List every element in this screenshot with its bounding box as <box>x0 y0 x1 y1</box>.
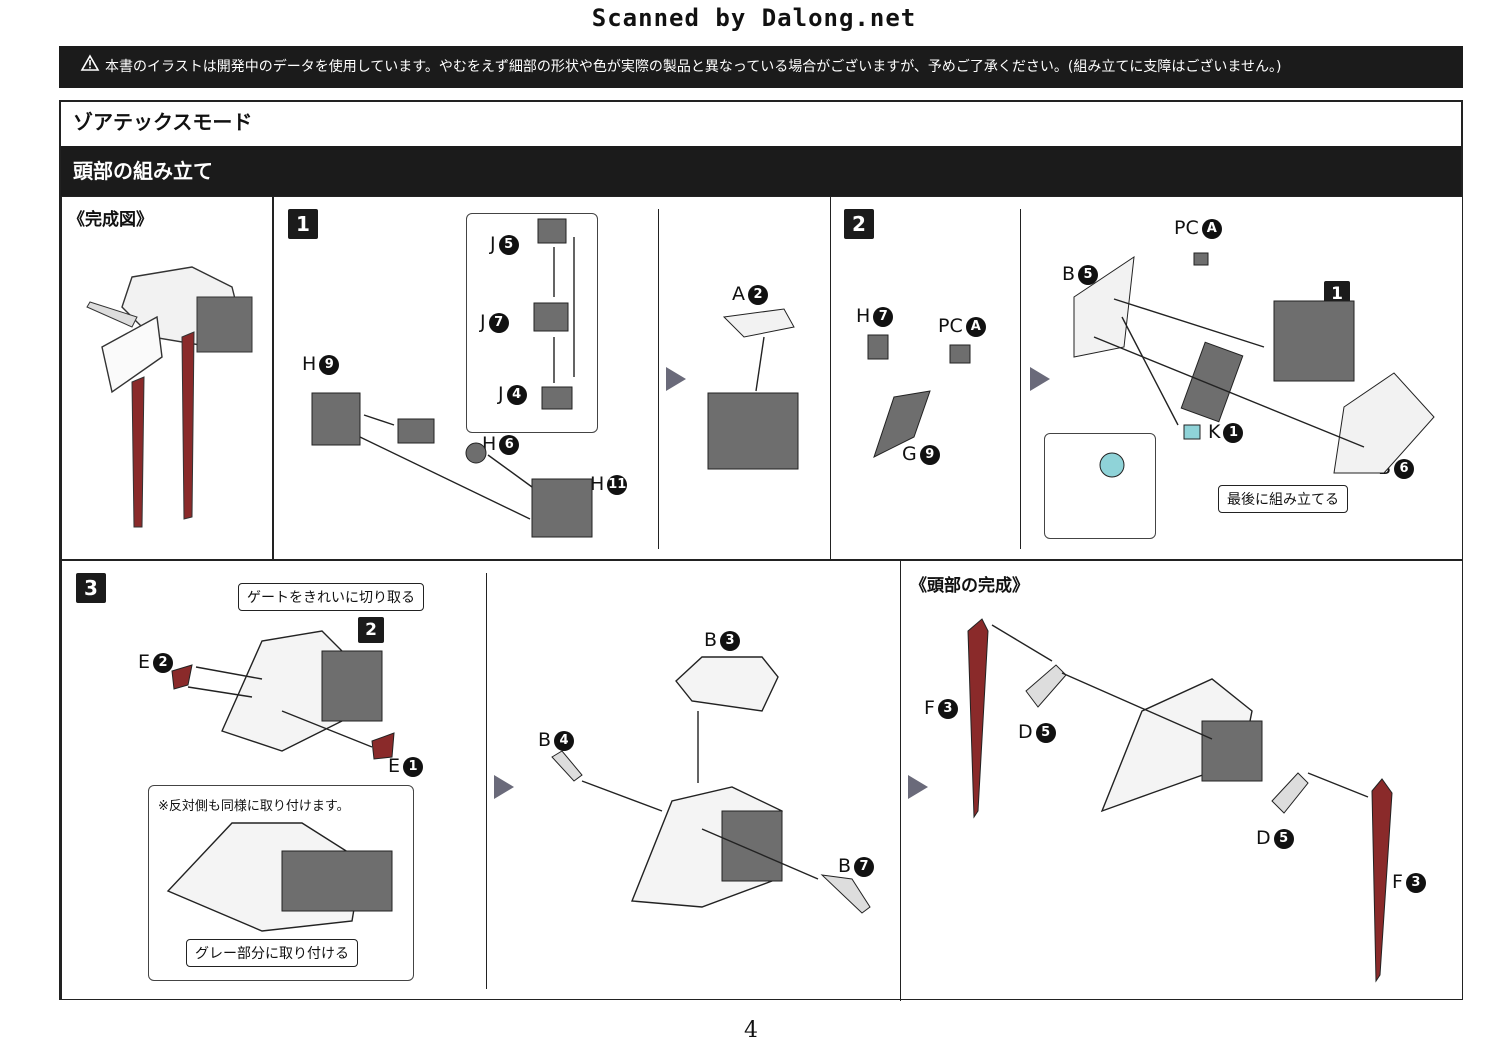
head-complete-heading: 《頭部の完成》 <box>910 576 1029 596</box>
step2-number: 2 <box>844 209 874 239</box>
note-opposite-side: ※反対側も同様に取り付けます。 <box>158 799 350 814</box>
step1-number: 1 <box>288 209 318 239</box>
callout-cut-gate: ゲートをきれいに切り取る <box>238 583 424 611</box>
ref-step2-badge: 2 <box>358 617 384 643</box>
divider <box>900 561 901 1001</box>
callout-assemble-last: 最後に組み立てる <box>1218 485 1348 513</box>
divider <box>1020 209 1021 549</box>
completed-view-heading: 《完成図》 <box>68 210 153 230</box>
scan-credit: Scanned by Dalong.net <box>591 4 917 32</box>
notice-text: 本書のイラストは開発中のデータを使用しています。やむをえず細部の形状や色が実際の… <box>105 59 1282 75</box>
section-title: 頭部の組み立て <box>61 146 1461 196</box>
mode-title: ゾアテックスモード <box>73 110 253 134</box>
completed-head-illustration <box>86 266 253 528</box>
callout-attach-grey: グレー部分に取り付ける <box>186 939 358 967</box>
j-parts-inset <box>466 213 598 433</box>
divider <box>658 209 659 549</box>
notice-bar: 本書のイラストは開発中のデータを使用しています。やむをえず細部の形状や色が実際の… <box>59 46 1463 88</box>
step3-number: 3 <box>76 573 106 603</box>
completed-view-panel: 《完成図》 <box>61 196 273 560</box>
warning-icon <box>80 46 100 88</box>
divider <box>830 197 831 561</box>
page-number: 4 <box>744 1018 758 1043</box>
divider <box>486 573 487 989</box>
k-part-inset <box>1044 433 1156 539</box>
step3-illustrations <box>166 618 1393 983</box>
step1-2-illustrations <box>311 218 1435 538</box>
